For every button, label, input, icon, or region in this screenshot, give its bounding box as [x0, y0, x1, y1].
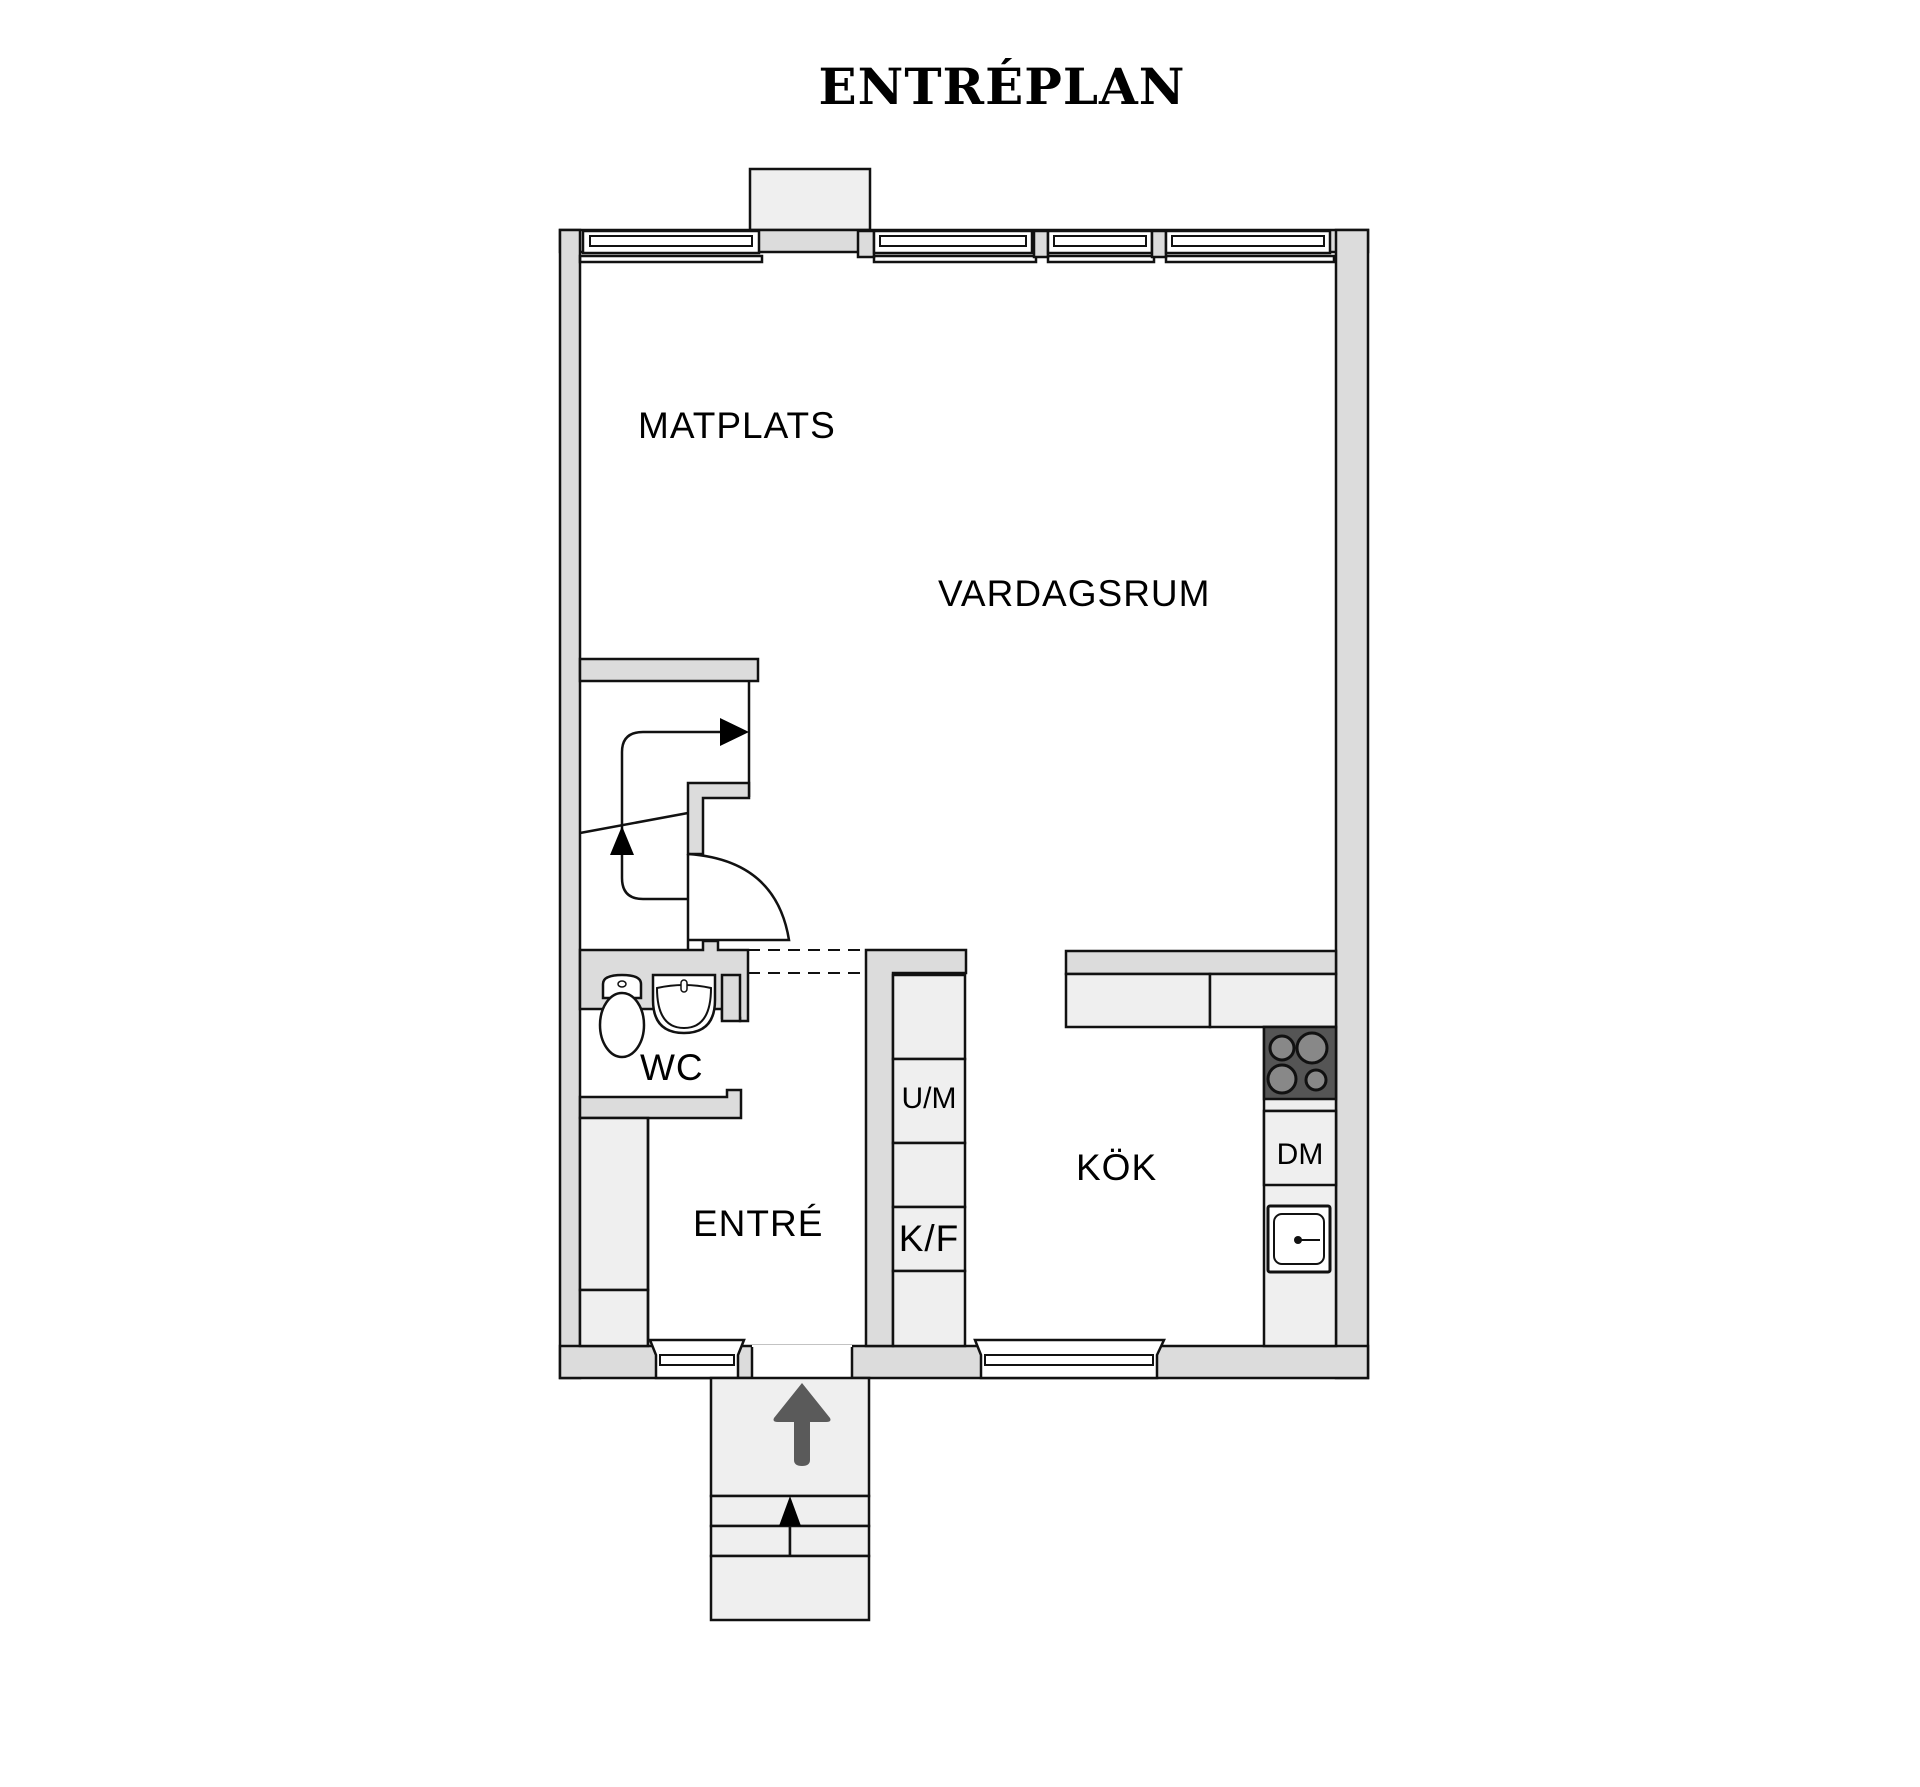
window-top-2 — [856, 229, 1038, 264]
window-top-4 — [1150, 229, 1336, 264]
window-top-3 — [1032, 229, 1156, 264]
dishwasher — [1262, 1109, 1338, 1187]
kitchen-top-wall — [1064, 949, 1338, 976]
stair-up-arrow-icon — [610, 826, 634, 855]
kitchen-counter-1 — [1064, 972, 1212, 1029]
sink-icon — [1266, 1204, 1332, 1274]
room-label-vardagsrum: VARDAGSRUM — [938, 573, 1210, 614]
entry-arrow-icon — [773, 1383, 831, 1466]
step-arrow-icon — [779, 1496, 801, 1526]
entry-steps — [709, 1376, 871, 1622]
washbasin-icon — [651, 973, 717, 1035]
window-bottom-left — [648, 1338, 746, 1380]
room-label-kok: KÖK — [1076, 1147, 1157, 1188]
interior-wall-stair-top — [578, 657, 760, 683]
interior-wall-stair-step — [686, 781, 751, 856]
fixture-label-kf: K/F — [899, 1218, 960, 1259]
window-top-1 — [578, 229, 764, 264]
room-label-matplats: MATPLATS — [638, 405, 836, 446]
toilet-icon — [598, 973, 646, 1059]
wc-door-jamb — [720, 973, 742, 1023]
stair-direction-arrow-icon — [720, 718, 749, 746]
kitchen-counter-2 — [1208, 972, 1338, 1029]
wc-bottom-wall — [578, 1088, 743, 1120]
window-bottom-kitchen — [973, 1338, 1166, 1380]
entry-cabinet-lower — [578, 1288, 650, 1348]
fixture-label-dm: DM — [1277, 1138, 1324, 1171]
plan-title: ENTRÉPLAN — [819, 57, 1186, 116]
room-label-wc: WC — [640, 1047, 704, 1088]
entry-cabinet-upper — [578, 1116, 650, 1292]
stove-icon — [1262, 1025, 1338, 1101]
chimney — [748, 167, 872, 232]
fixture-label-um: U/M — [902, 1082, 957, 1115]
front-door-opening — [752, 1345, 852, 1380]
room-label-entre: ENTRÉ — [693, 1203, 823, 1244]
kitchen-column-units — [891, 973, 967, 1348]
staircase — [579, 718, 749, 901]
door-swing — [687, 852, 791, 942]
